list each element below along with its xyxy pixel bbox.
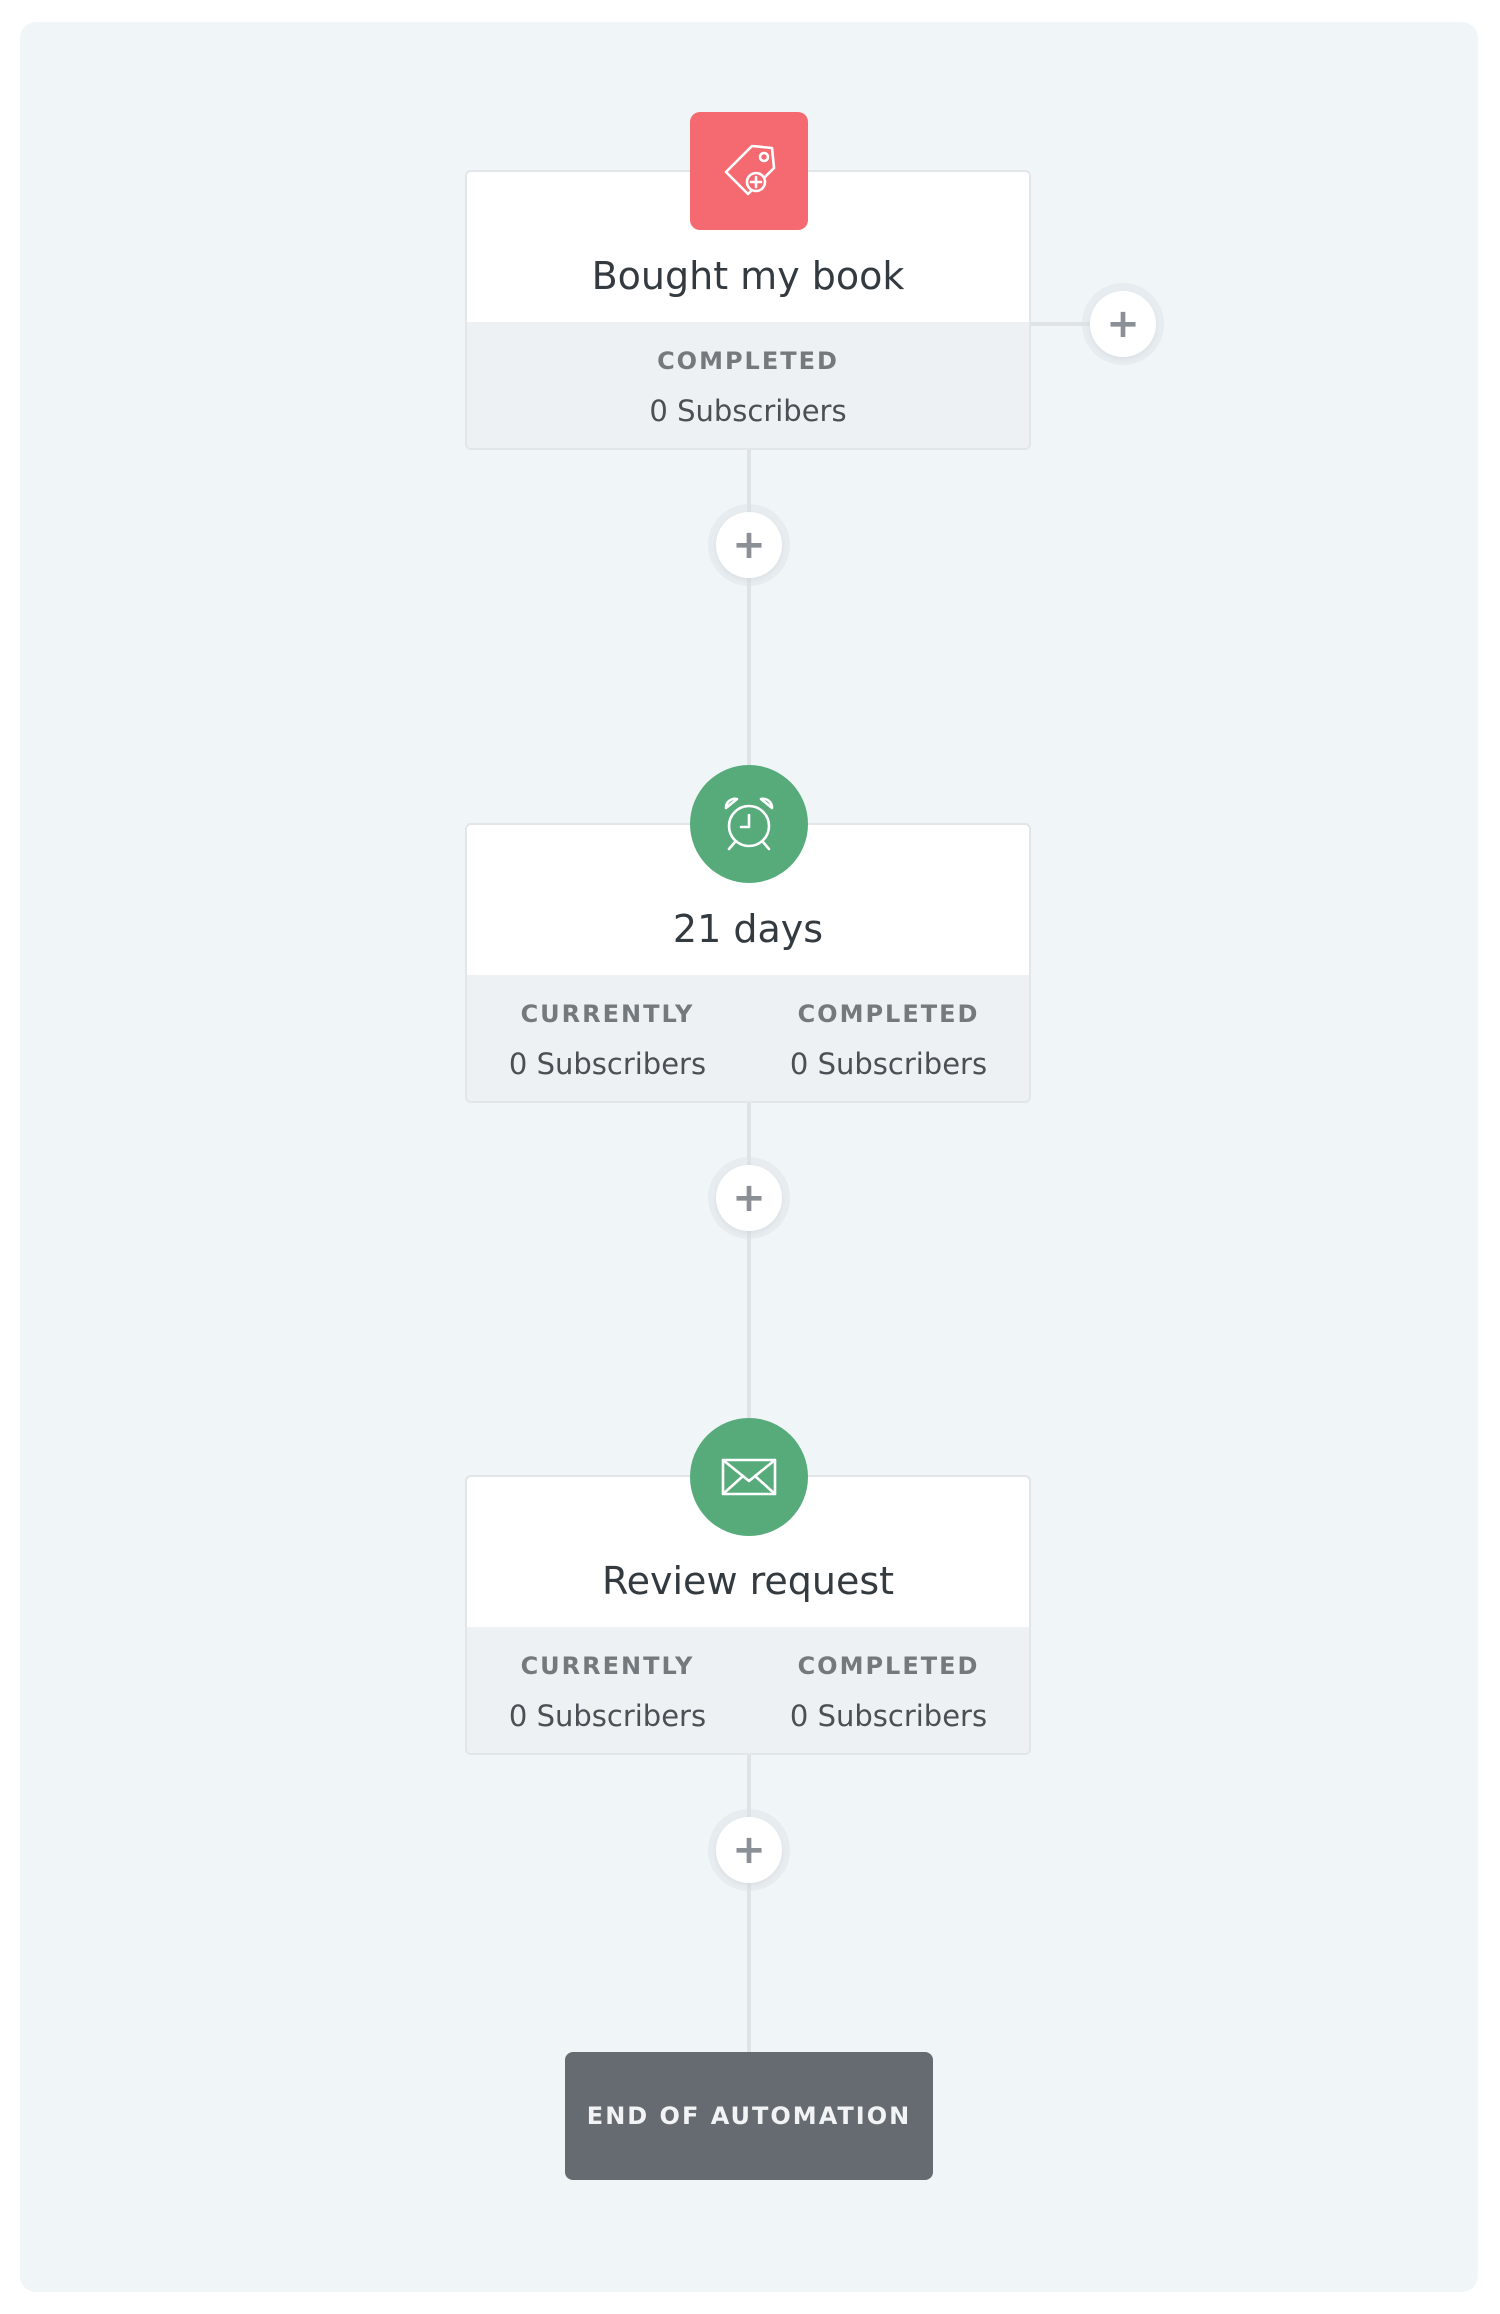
- step-title: 21 days: [672, 907, 824, 951]
- connector-line: [747, 1103, 751, 1418]
- end-label: END OF AUTOMATION: [586, 2102, 912, 2130]
- end-of-automation: END OF AUTOMATION: [565, 2052, 933, 2180]
- stat-currently: CURRENTLY 0 Subscribers: [467, 975, 748, 1101]
- stat-label: CURRENTLY: [520, 1652, 695, 1680]
- connector-line: [747, 1755, 751, 2052]
- stat-currently: CURRENTLY 0 Subscribers: [467, 1627, 748, 1753]
- stat-label: COMPLETED: [797, 1000, 980, 1028]
- stat-value: 0 Subscribers: [789, 1699, 988, 1733]
- stat-value: 0 Subscribers: [508, 1047, 707, 1081]
- plus-icon: +: [732, 1175, 766, 1221]
- step-card-delay[interactable]: 21 days CURRENTLY 0 Subscribers COMPLETE…: [465, 823, 1031, 1103]
- add-step-button[interactable]: +: [716, 512, 782, 578]
- alarm-clock-icon: [690, 765, 808, 883]
- step-card-header: Review request: [467, 1477, 1029, 1627]
- tag-icon: [690, 112, 808, 230]
- stat-completed: COMPLETED 0 Subscribers: [748, 1627, 1029, 1753]
- plus-icon: +: [1106, 301, 1140, 347]
- step-card-header: Bought my book: [467, 172, 1029, 322]
- envelope-icon: [690, 1418, 808, 1536]
- stat-completed: COMPLETED 0 Subscribers: [748, 975, 1029, 1101]
- stat-label: COMPLETED: [657, 347, 839, 375]
- plus-icon: +: [732, 522, 766, 568]
- step-title: Bought my book: [591, 254, 905, 298]
- add-step-button[interactable]: +: [716, 1165, 782, 1231]
- stat-value: 0 Subscribers: [649, 394, 847, 428]
- connector-line: [747, 450, 751, 770]
- stat-value: 0 Subscribers: [508, 1699, 707, 1733]
- stat-label: COMPLETED: [797, 1652, 980, 1680]
- step-title: Review request: [601, 1559, 895, 1603]
- step-stats: CURRENTLY 0 Subscribers COMPLETED 0 Subs…: [467, 1627, 1029, 1753]
- stat-completed: COMPLETED 0 Subscribers: [467, 322, 1029, 448]
- step-stats: COMPLETED 0 Subscribers: [467, 322, 1029, 448]
- plus-icon: +: [732, 1827, 766, 1873]
- branch-connector-line: [1031, 322, 1121, 326]
- add-step-button[interactable]: +: [716, 1817, 782, 1883]
- stat-value: 0 Subscribers: [789, 1047, 988, 1081]
- step-card-header: 21 days: [467, 825, 1029, 975]
- add-branch-button[interactable]: +: [1090, 291, 1156, 357]
- step-stats: CURRENTLY 0 Subscribers COMPLETED 0 Subs…: [467, 975, 1029, 1101]
- stat-label: CURRENTLY: [520, 1000, 695, 1028]
